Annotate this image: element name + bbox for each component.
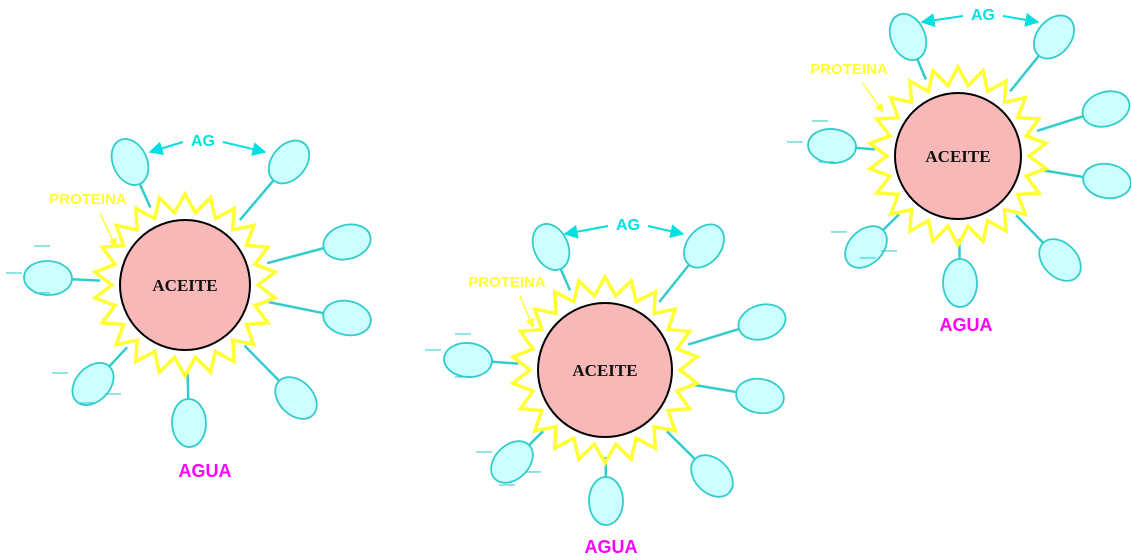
ag-arrow-right: [223, 142, 265, 152]
emulsion-droplet-2: ACEITE — — — — — — AG PROTEINA AGUA: [425, 217, 790, 557]
negative-charge: —: [831, 223, 847, 240]
fatty-acid-tail: [667, 431, 699, 462]
emulsion-droplet-3: ACEITE — — — — — — AG PROTEINA AGUA: [787, 7, 1131, 335]
fatty-acid-head: [1026, 8, 1083, 67]
fatty-acid-head: [320, 297, 374, 340]
fatty-acid-tail: [1040, 170, 1088, 178]
negative-charge: —: [78, 394, 94, 411]
ag-arrow-left: [565, 226, 608, 234]
fatty-acid-label: AG: [191, 133, 215, 150]
fatty-acid-head: [1081, 160, 1131, 201]
ag-arrow-left: [922, 16, 963, 22]
negative-charge: —: [34, 237, 50, 254]
fatty-acid-head: [943, 259, 978, 308]
fatty-acid-tail: [1010, 52, 1042, 92]
water-label: AGUA: [585, 537, 638, 557]
fatty-acid-head: [319, 219, 374, 264]
negative-charge: —: [455, 368, 471, 385]
fatty-acid-head: [261, 133, 318, 192]
negative-charge: —: [787, 133, 803, 150]
fatty-acid-head: [589, 477, 623, 525]
negative-charge: —: [425, 341, 441, 358]
oil-label: ACEITE: [152, 276, 217, 295]
fatty-acid-tail: [688, 328, 744, 345]
negative-charge: —: [6, 264, 22, 281]
oil-label: ACEITE: [925, 147, 990, 166]
protein-label: PROTEINA: [49, 191, 127, 208]
water-label: AGUA: [179, 461, 232, 481]
ag-arrow-left: [150, 142, 183, 152]
fatty-acid-head: [526, 218, 576, 276]
protein-label: PROTEINA: [810, 61, 888, 78]
fatty-acid-tail: [659, 261, 692, 302]
fatty-acid-tail: [245, 346, 283, 385]
negative-charge: —: [499, 476, 515, 493]
fatty-acid-label: AG: [971, 7, 995, 24]
negative-charge: —: [105, 385, 121, 402]
protein-label: PROTEINA: [468, 274, 546, 291]
ag-arrow-right: [1003, 16, 1038, 22]
fatty-acid-head: [171, 399, 206, 448]
protein-pointer: [100, 213, 116, 247]
oil-label: ACEITE: [572, 361, 637, 380]
negative-charge: —: [860, 249, 876, 266]
fatty-acid-head: [1078, 86, 1131, 133]
fatty-acid-tail: [240, 177, 277, 221]
fatty-acid-head: [676, 217, 733, 276]
fatty-acid-head: [734, 375, 787, 416]
fatty-acid-label: AG: [616, 217, 640, 234]
negative-charge: —: [455, 325, 471, 342]
negative-charge: —: [812, 112, 828, 129]
negative-charge: —: [525, 463, 541, 480]
fatty-acid-tail: [1016, 215, 1047, 246]
ag-arrow-right: [648, 226, 683, 234]
fatty-acid-tail: [691, 384, 741, 392]
fatty-acid-tail: [1037, 115, 1088, 131]
negative-charge: —: [818, 153, 834, 170]
water-label: AGUA: [940, 315, 993, 335]
fatty-acid-tail: [267, 247, 328, 263]
emulsion-droplet-1: ACEITE — — — — — — AG PROTEINA AGUA: [6, 133, 375, 481]
fatty-acid-tail: [268, 302, 328, 314]
negative-charge: —: [52, 364, 68, 381]
negative-charge: —: [34, 284, 50, 301]
negative-charge: —: [476, 443, 492, 460]
protein-pointer: [520, 296, 533, 327]
fatty-acid-head: [734, 299, 790, 346]
fatty-acid-head: [883, 8, 933, 65]
negative-charge: —: [881, 242, 897, 259]
fatty-acid-head: [105, 133, 156, 191]
protein-pointer: [862, 82, 883, 112]
